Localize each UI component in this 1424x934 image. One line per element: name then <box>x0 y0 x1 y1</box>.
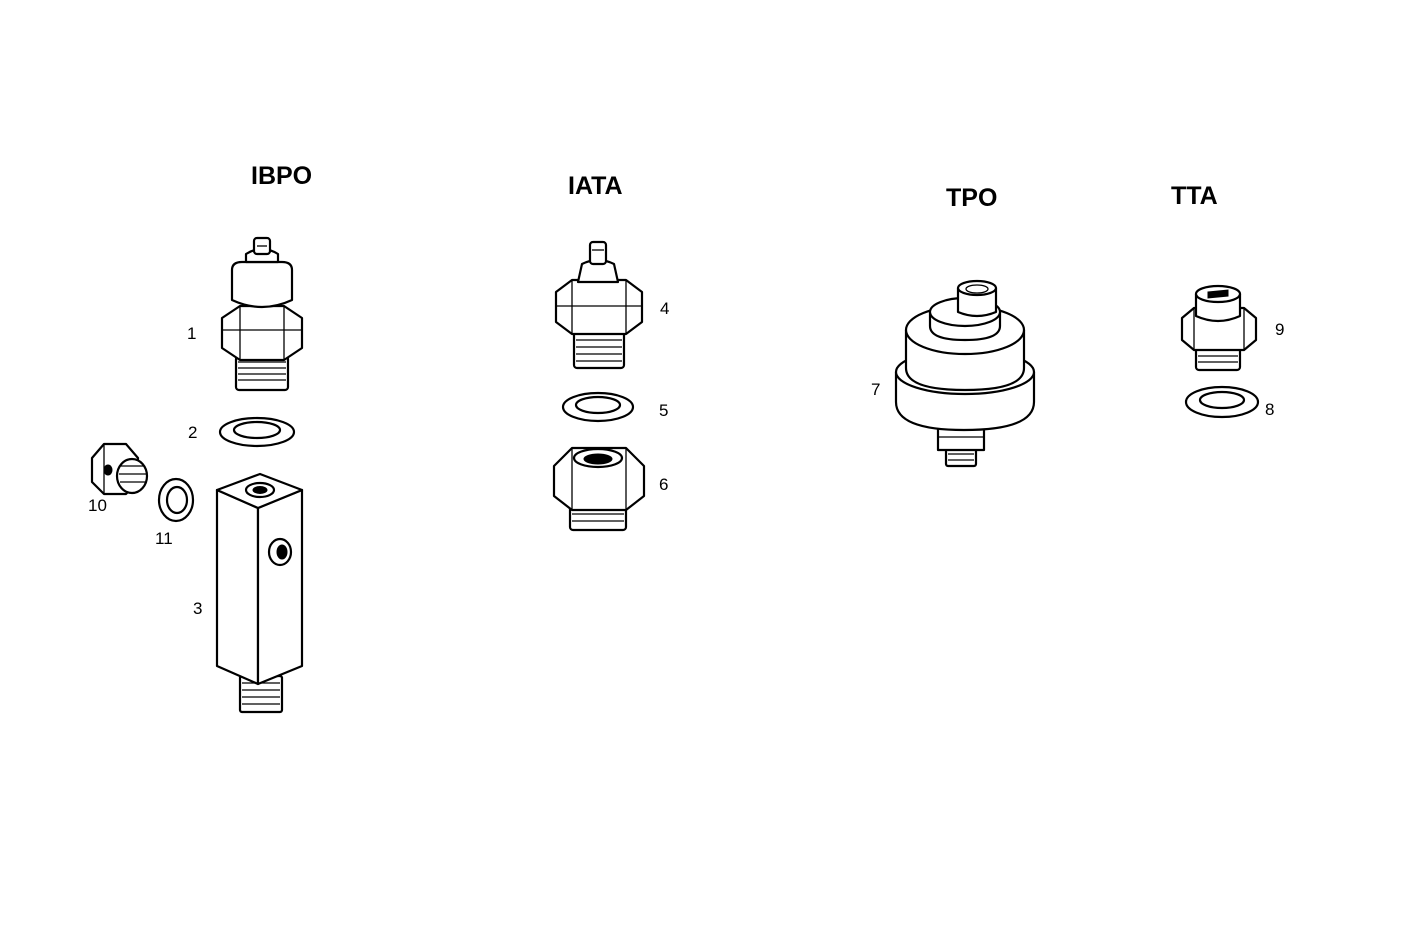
callout-4: 4 <box>660 299 670 318</box>
part-10-plug <box>90 442 149 496</box>
callout-2: 2 <box>188 423 198 442</box>
group-title-tpo: TPO <box>946 184 998 212</box>
callout-3: 3 <box>193 599 203 618</box>
callout-6: 6 <box>659 475 669 494</box>
part-2-washer <box>218 416 296 448</box>
part-3-adapter-block <box>215 472 304 714</box>
part-11-washer <box>157 477 195 523</box>
callout-10: 10 <box>88 496 107 515</box>
part-1-pressure-sender <box>220 236 304 392</box>
callout-1: 1 <box>187 324 197 343</box>
callout-5: 5 <box>659 401 669 420</box>
group-title-tta: TTA <box>1171 182 1218 210</box>
callout-8: 8 <box>1265 400 1275 419</box>
part-5-washer <box>561 391 635 423</box>
callout-9: 9 <box>1275 320 1285 339</box>
part-4-temperature-sender <box>554 240 644 370</box>
part-9-temperature-transmitter <box>1180 284 1258 372</box>
part-8-washer <box>1184 385 1260 419</box>
callout-11: 11 <box>155 529 173 548</box>
part-7-pressure-transmitter <box>894 279 1036 468</box>
part-6-adapter-nut <box>552 446 646 532</box>
group-title-ibpo: IBPO <box>251 162 313 190</box>
group-title-iata: IATA <box>568 172 623 200</box>
callout-7: 7 <box>871 380 881 399</box>
